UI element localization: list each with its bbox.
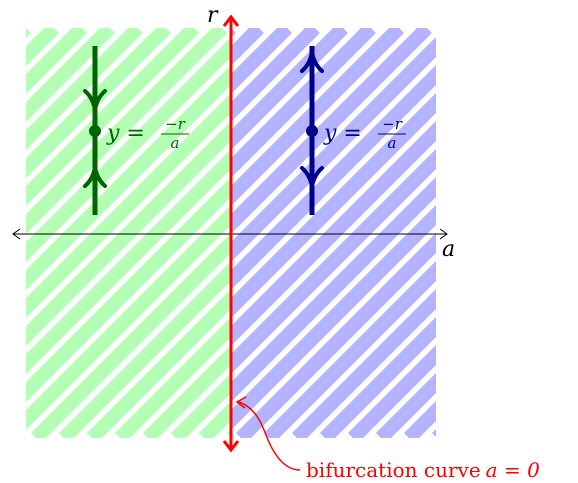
- stripe: [231, 121, 436, 346]
- stripe: [264, 261, 436, 438]
- stripe: [31, 233, 231, 438]
- right-equation: y = −r a: [323, 115, 406, 152]
- stripe: [26, 28, 31, 38]
- bifurcation-annotation: bifurcation curve a = 0: [235, 396, 540, 482]
- stable-region-stripes: [26, 28, 231, 438]
- stripe: [231, 28, 432, 234]
- stripe: [26, 28, 227, 234]
- stripe: [26, 28, 143, 150]
- stripe: [231, 149, 436, 374]
- stripe: [320, 317, 436, 438]
- stripe: [26, 28, 115, 122]
- stripe: [143, 345, 231, 438]
- stripe: [26, 177, 231, 402]
- stripe: [432, 429, 436, 437]
- left-equation-lhs: y =: [106, 121, 145, 146]
- stripe: [26, 28, 171, 178]
- unstable-region-stripes: [231, 28, 436, 438]
- right-upper-arrow-icon: [300, 51, 324, 73]
- left-equation: y = −r a: [106, 115, 189, 152]
- annotation-arrow-icon: [235, 396, 247, 409]
- stripe: [26, 93, 231, 318]
- stripe: [26, 205, 231, 430]
- stripe: [231, 205, 436, 430]
- annotation-pointer: [238, 401, 301, 471]
- left-fraction-numerator: −r: [165, 115, 186, 133]
- right-equilibrium-point: [306, 125, 318, 137]
- a-axis-left-arrow-icon: [12, 228, 21, 240]
- stripe: [236, 233, 436, 438]
- right-equation-lhs: y =: [323, 121, 362, 146]
- bifurcation-label: bifurcation curve a = 0: [306, 458, 540, 482]
- left-equilibrium-point: [89, 125, 101, 137]
- left-fraction-denominator: a: [171, 134, 180, 152]
- stripe: [115, 317, 231, 438]
- stripe: [26, 37, 231, 262]
- right-fraction-denominator: a: [388, 134, 397, 152]
- stripe: [231, 177, 436, 402]
- stripe: [26, 28, 199, 206]
- stripe: [231, 28, 376, 178]
- left-lower-arrow-icon: [83, 166, 107, 188]
- bifurcation-top-arrow-icon: [222, 14, 240, 27]
- right-lower-arrow-icon: [300, 166, 324, 188]
- left-upper-arrow-icon: [83, 89, 107, 111]
- stripe: [348, 345, 436, 438]
- stripe: [231, 28, 404, 206]
- stripe: [26, 121, 231, 346]
- bifurcation-line: [222, 14, 240, 453]
- bifurcation-bottom-arrow-icon: [222, 440, 240, 453]
- stripe: [231, 28, 348, 150]
- a-axis-right-arrow-icon: [439, 228, 448, 240]
- stripe: [26, 65, 231, 290]
- stripe: [26, 149, 231, 374]
- stripe: [231, 65, 436, 290]
- stripe: [231, 28, 320, 122]
- stripe: [292, 289, 436, 438]
- right-fraction-numerator: −r: [382, 115, 403, 133]
- stripe: [231, 93, 436, 318]
- r-axis-label: r: [207, 3, 219, 28]
- stripe: [231, 37, 436, 262]
- a-axis-label: a: [442, 237, 455, 262]
- right-phase-line: [300, 46, 324, 215]
- left-phase-line: [83, 46, 107, 215]
- stripe: [59, 261, 231, 438]
- stripe: [87, 289, 231, 438]
